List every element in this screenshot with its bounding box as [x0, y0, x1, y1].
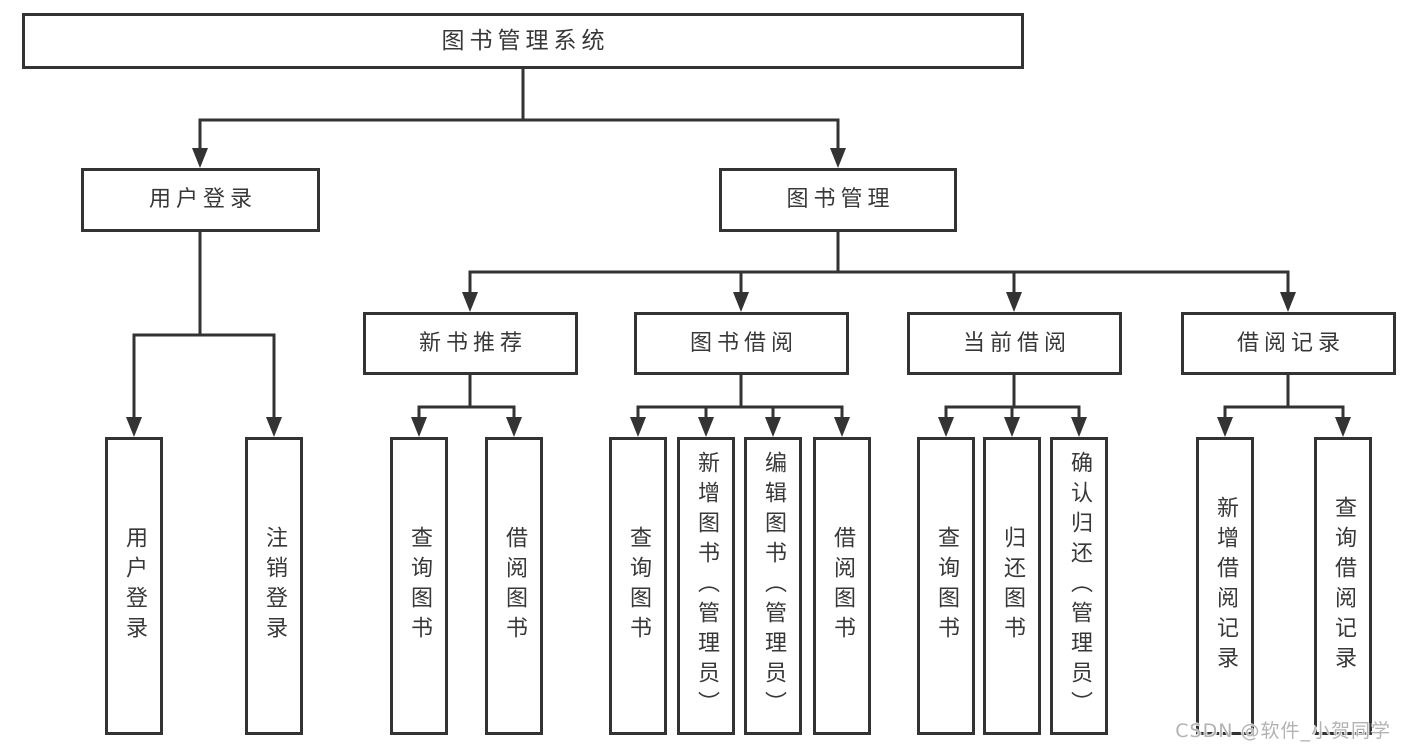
node-label: 图书借阅 — [689, 330, 798, 356]
node-label: 注销登录 — [262, 526, 287, 646]
node-label: 查询图书 — [407, 526, 432, 646]
connector-borrowing-to-leaves — [630, 373, 850, 437]
node-new-book-recommend: 新书推荐 — [363, 312, 578, 375]
leaf-logout: 注销登录 — [245, 437, 303, 735]
connector-user-login-to-leaves — [126, 230, 282, 437]
node-label: 新增借阅记录 — [1213, 496, 1238, 676]
connector-records-to-leaves — [1217, 373, 1351, 437]
leaf-return-books: 归还图书 — [983, 437, 1041, 735]
node-book-borrowing: 图书借阅 — [634, 312, 849, 375]
node-label: 借阅图书 — [502, 526, 527, 646]
node-label: 查询图书 — [934, 526, 959, 646]
node-book-management: 图书管理 — [719, 168, 957, 232]
node-label: 归还图书 — [1000, 526, 1025, 646]
connector-current-to-leaves — [938, 373, 1087, 437]
node-borrowing-records: 借阅记录 — [1181, 312, 1396, 375]
leaf-add-borrow-record: 新增借阅记录 — [1196, 437, 1254, 735]
leaf-user-login: 用户登录 — [105, 437, 163, 735]
node-current-borrowing: 当前借阅 — [907, 312, 1122, 375]
node-system-root: 图书管理系统 — [22, 13, 1024, 69]
node-label: 编辑图书（管理员） — [761, 451, 786, 721]
node-label: 用户登录 — [148, 187, 257, 212]
node-label: 查询借阅记录 — [1331, 496, 1356, 676]
node-label: 确认归还（管理员） — [1067, 451, 1092, 721]
node-label: 借阅图书 — [830, 526, 855, 646]
csdn-watermark: CSDN @软件_小贺同学 — [1175, 720, 1391, 742]
leaf-query-books-borrowing: 查询图书 — [609, 437, 667, 735]
node-label: 图书管理系统 — [441, 27, 610, 54]
node-label: 查询图书 — [626, 526, 651, 646]
node-label: 图书管理 — [786, 187, 895, 212]
leaf-query-borrow-record: 查询借阅记录 — [1314, 437, 1372, 735]
connector-book-mgmt-to-level3 — [462, 230, 1296, 312]
leaf-borrow-books: 借阅图书 — [813, 437, 871, 735]
leaf-query-books-recommend: 查询图书 — [390, 437, 448, 735]
leaf-query-books-current: 查询图书 — [917, 437, 975, 735]
connector-root-to-level2 — [192, 67, 846, 168]
node-label: 新增图书（管理员） — [694, 451, 719, 721]
leaf-add-book-admin: 新增图书（管理员） — [677, 437, 735, 735]
connector-new-books-to-leaves — [411, 373, 522, 437]
node-label: 新书推荐 — [418, 330, 527, 356]
leaf-edit-book-admin: 编辑图书（管理员） — [744, 437, 802, 735]
node-label: 当前借阅 — [962, 330, 1071, 356]
node-user-login: 用户登录 — [81, 168, 320, 232]
node-label: 借阅记录 — [1236, 330, 1345, 356]
leaf-confirm-return-admin: 确认归还（管理员） — [1050, 437, 1108, 735]
leaf-borrow-books-recommend: 借阅图书 — [485, 437, 543, 735]
node-label: 用户登录 — [122, 526, 147, 646]
